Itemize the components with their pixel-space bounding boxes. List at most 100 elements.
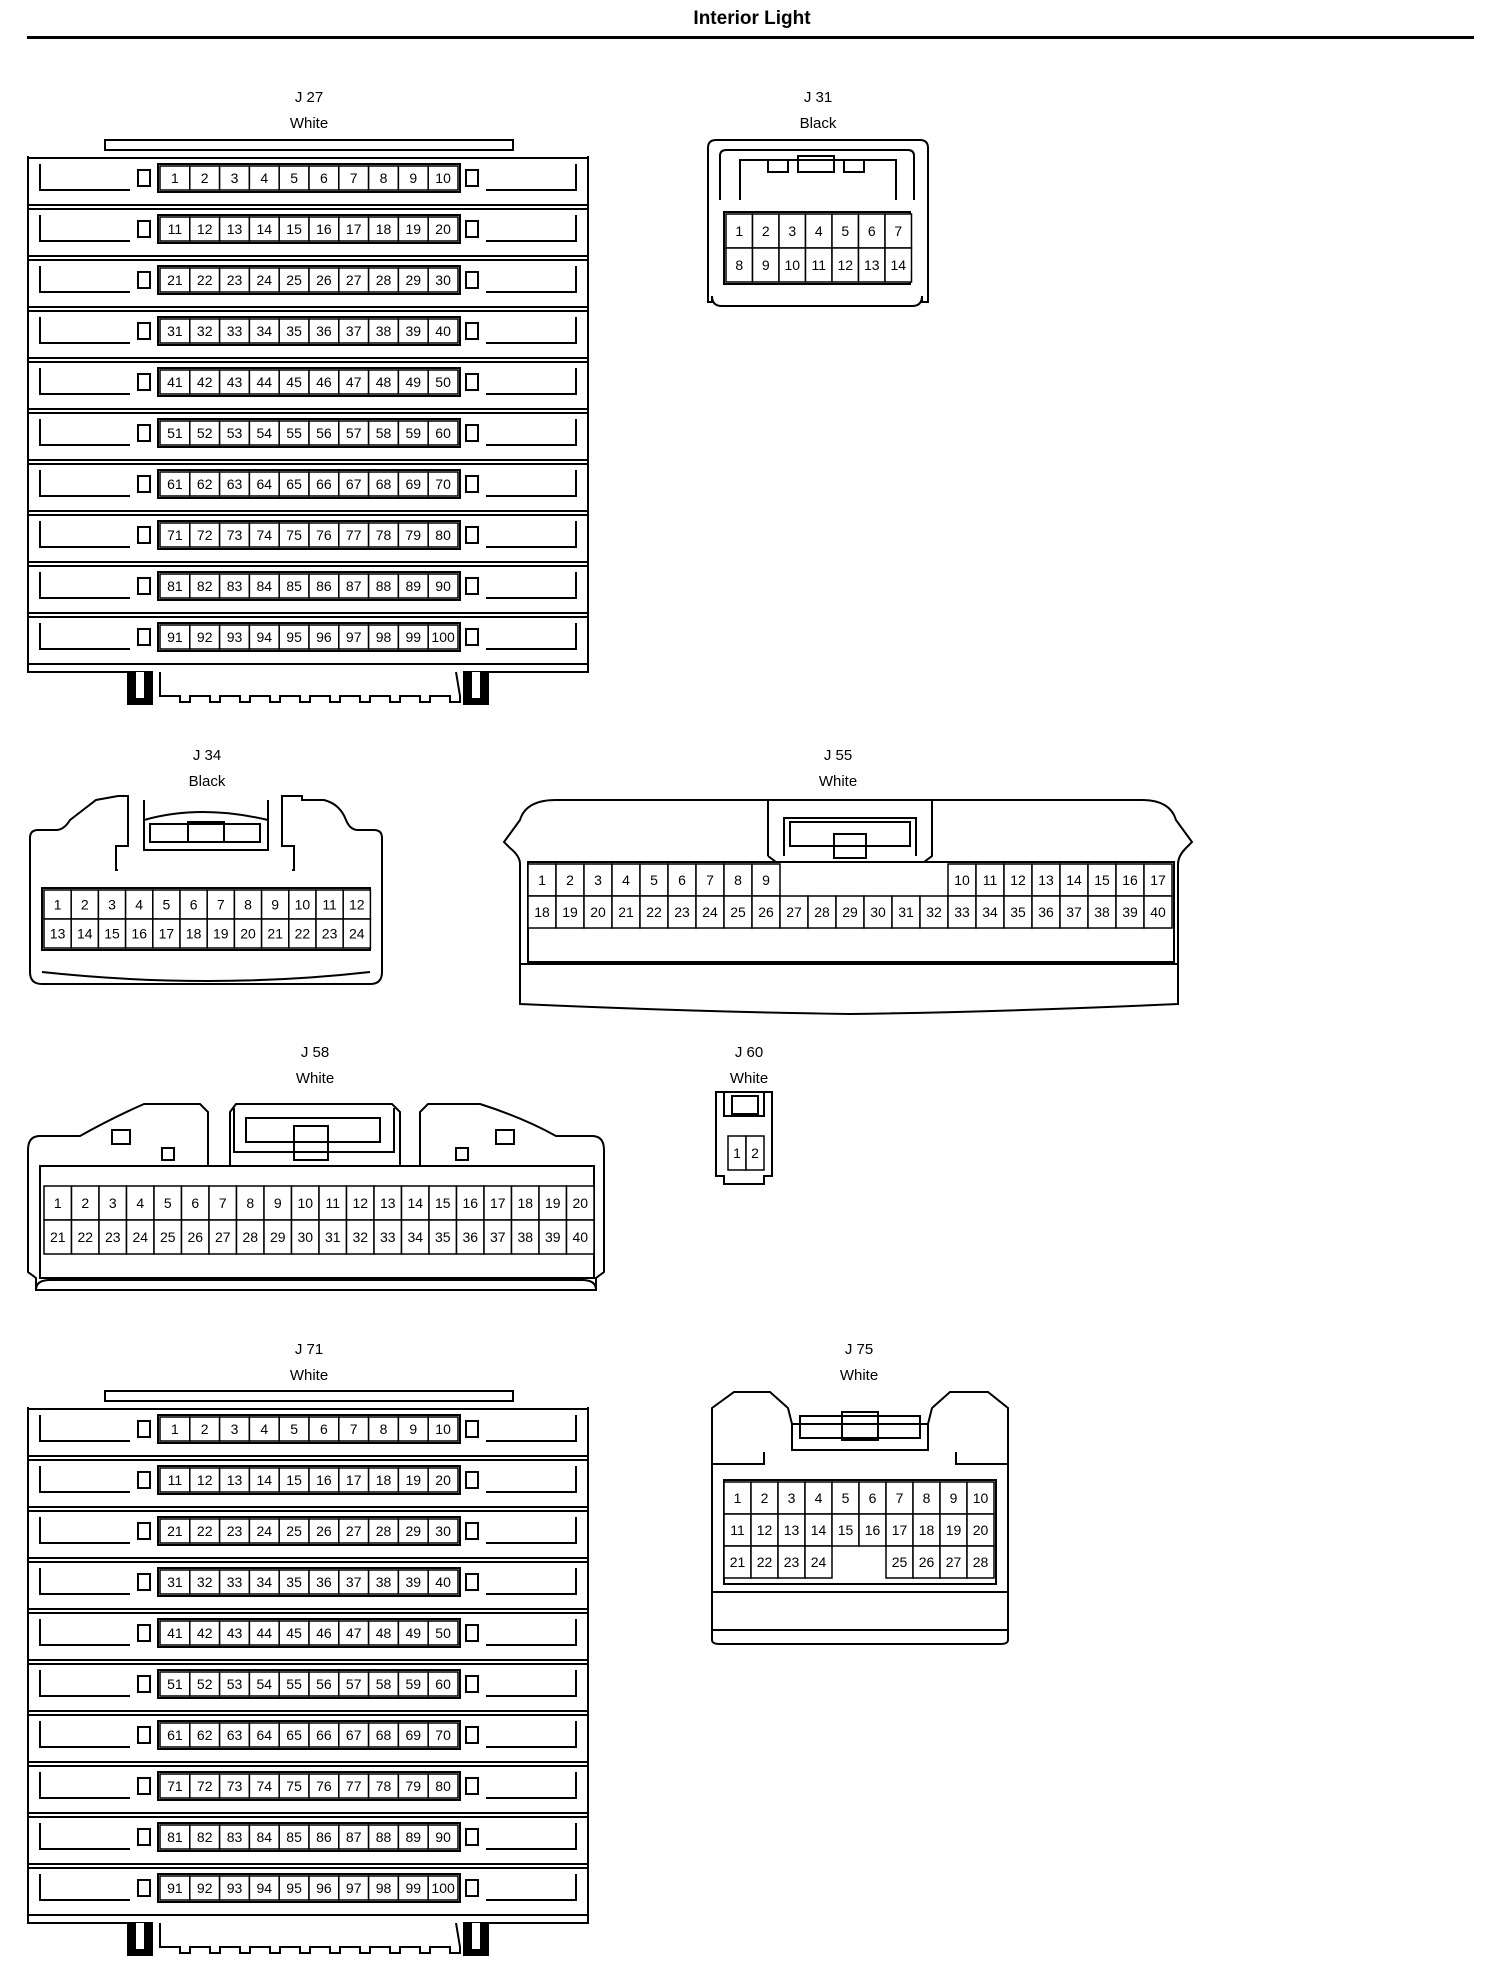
pin-number: 34 bbox=[982, 904, 998, 920]
pin-number: 87 bbox=[346, 1829, 362, 1845]
pin-number: 94 bbox=[257, 629, 273, 645]
pin-cell bbox=[750, 1545, 779, 1579]
pin-number: 39 bbox=[1122, 904, 1138, 920]
pin-cell bbox=[338, 216, 370, 242]
pin-number: 18 bbox=[517, 1195, 533, 1211]
pin-number: 77 bbox=[346, 1778, 362, 1794]
pin-cell bbox=[891, 895, 921, 929]
pin-number: 2 bbox=[201, 170, 209, 186]
pin-number: 37 bbox=[1066, 904, 1082, 920]
pin-number: 11 bbox=[168, 221, 183, 237]
pin-number: 2 bbox=[201, 1421, 209, 1437]
pin-number: 16 bbox=[131, 926, 147, 942]
pin-cell bbox=[611, 895, 641, 929]
pin-number: 40 bbox=[435, 1574, 451, 1590]
pin-cell bbox=[308, 1416, 340, 1442]
pin-number: 20 bbox=[973, 1522, 989, 1538]
pin-number: 44 bbox=[257, 374, 273, 390]
pin-number: 12 bbox=[352, 1195, 368, 1211]
pin-number: 20 bbox=[435, 1472, 451, 1488]
pin-number: 1 bbox=[733, 1145, 741, 1161]
pin-number: 38 bbox=[376, 323, 392, 339]
pin-number: 21 bbox=[167, 1523, 183, 1539]
pin-cell bbox=[397, 1518, 429, 1544]
pin-number: 94 bbox=[257, 1880, 273, 1896]
pin-cell bbox=[70, 918, 100, 949]
pin-number: 88 bbox=[376, 578, 392, 594]
pin-number: 66 bbox=[316, 1727, 332, 1743]
pin-cell bbox=[278, 1416, 310, 1442]
pin-cell bbox=[308, 267, 340, 293]
pin-number: 18 bbox=[376, 1472, 392, 1488]
pin-number: 1 bbox=[171, 170, 179, 186]
pin-number: 5 bbox=[841, 223, 849, 239]
pin-number: 86 bbox=[316, 1829, 332, 1845]
pin-number: 34 bbox=[257, 323, 273, 339]
pin-number: 13 bbox=[227, 1472, 243, 1488]
pin-number: 61 bbox=[167, 476, 183, 492]
pin-number: 76 bbox=[316, 527, 332, 543]
pin-number: 89 bbox=[406, 1829, 422, 1845]
pin-number: 7 bbox=[350, 170, 358, 186]
pin-number: 9 bbox=[274, 1195, 282, 1211]
pin-number: 23 bbox=[322, 926, 338, 942]
pin-number: 66 bbox=[316, 476, 332, 492]
pin-number: 27 bbox=[786, 904, 802, 920]
pin-number: 8 bbox=[380, 1421, 388, 1437]
pin-cell bbox=[338, 1671, 370, 1697]
pin-number: 30 bbox=[435, 1523, 451, 1539]
pin-cell bbox=[427, 1416, 459, 1442]
j60-color: White bbox=[730, 1070, 768, 1087]
pin-cell bbox=[278, 1773, 310, 1799]
pin-number: 48 bbox=[376, 1625, 392, 1641]
pin-number: 31 bbox=[167, 1574, 183, 1590]
pin-cell bbox=[308, 1518, 340, 1544]
pin-number: 26 bbox=[919, 1554, 935, 1570]
pin-number: 81 bbox=[167, 578, 183, 594]
pin-cell bbox=[428, 1219, 458, 1255]
pin-number: 40 bbox=[1150, 904, 1166, 920]
pin-number: 11 bbox=[322, 897, 337, 913]
pin-number: 15 bbox=[286, 221, 302, 237]
pin-cell bbox=[397, 216, 429, 242]
pin-cell bbox=[278, 1671, 310, 1697]
pin-number: 98 bbox=[376, 1880, 392, 1896]
pin-number: 2 bbox=[566, 872, 574, 888]
pin-number: 67 bbox=[346, 1727, 362, 1743]
pin-number: 95 bbox=[286, 629, 302, 645]
pin-cell bbox=[308, 1773, 340, 1799]
pin-cell bbox=[315, 918, 344, 949]
pin-number: 79 bbox=[406, 527, 422, 543]
pin-number: 30 bbox=[435, 272, 451, 288]
pin-number: 32 bbox=[197, 1574, 213, 1590]
pin-number: 7 bbox=[894, 223, 902, 239]
pin-cell bbox=[189, 1620, 221, 1646]
pin-number: 47 bbox=[346, 374, 362, 390]
pin-number: 31 bbox=[167, 323, 183, 339]
pin-number: 30 bbox=[297, 1229, 313, 1245]
pin-cell bbox=[1087, 863, 1117, 897]
pin-cell bbox=[804, 1481, 833, 1515]
pin-number: 8 bbox=[735, 257, 743, 273]
pin-number: 28 bbox=[242, 1229, 258, 1245]
pin-cell bbox=[218, 267, 251, 293]
pin-cell bbox=[583, 863, 613, 897]
pin-number: 21 bbox=[50, 1229, 66, 1245]
pin-cell bbox=[278, 1569, 310, 1595]
pin-cell bbox=[427, 369, 459, 395]
pin-number: 51 bbox=[167, 1676, 183, 1692]
pin-cell bbox=[751, 895, 781, 929]
pin-cell bbox=[159, 420, 191, 446]
pin-number: 26 bbox=[316, 272, 332, 288]
pin-number: 29 bbox=[842, 904, 858, 920]
pin-number: 10 bbox=[973, 1490, 989, 1506]
j27-id: J 27 bbox=[295, 89, 323, 106]
pin-cell bbox=[189, 1875, 221, 1901]
j31-id: J 31 bbox=[804, 89, 832, 106]
pin-number: 73 bbox=[227, 1778, 243, 1794]
pin-cell bbox=[831, 247, 860, 283]
pin-number: 4 bbox=[135, 897, 143, 913]
pin-number: 12 bbox=[837, 257, 853, 273]
pin-number: 1 bbox=[171, 1421, 179, 1437]
pin-number: 2 bbox=[81, 1195, 89, 1211]
